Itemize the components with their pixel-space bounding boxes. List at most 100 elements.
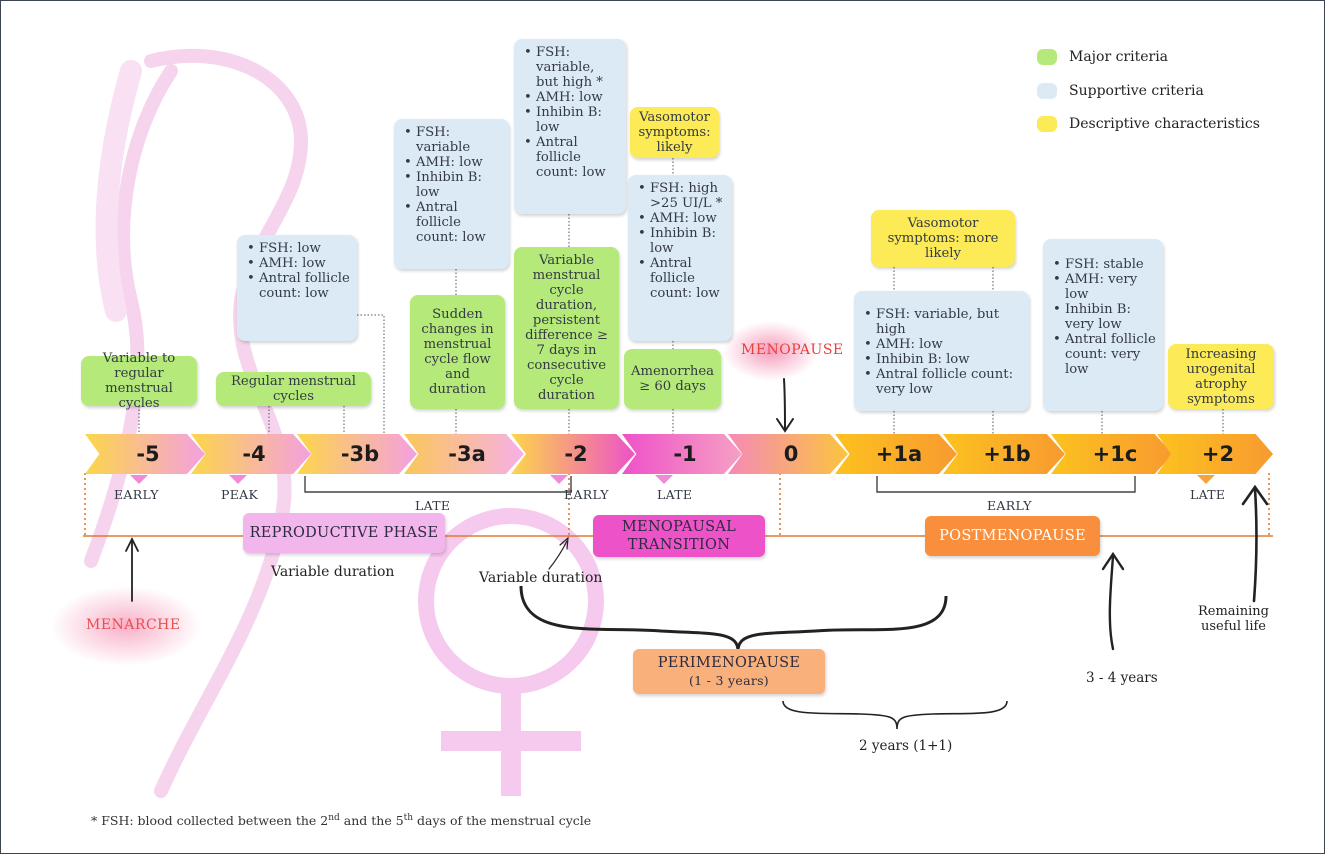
supportive-criteria-stage-3b: FSH: low AMH: low Antral follicle count:… [237, 235, 357, 341]
perimenopause-title: PERIMENOPAUSE [657, 654, 801, 671]
two-years-brace [782, 700, 1008, 730]
variable-duration-reproductive: Variable duration [271, 564, 395, 580]
criteria-item: AMH: low [638, 211, 726, 226]
criteria-item: Antral follicle count: low [247, 271, 351, 301]
major-criteria-stage-5: Variable to regular menstrual cycles [81, 351, 197, 411]
perimenopause-years: (1 - 3 years) [688, 672, 769, 688]
phase-perimenopause: PERIMENOPAUSE (1 - 3 years) [633, 649, 825, 694]
footnote-sup-nd: nd [328, 813, 340, 823]
marker-triangle [550, 475, 568, 484]
marker-triangle [1197, 475, 1215, 484]
footnote-mid: and the 5 [339, 813, 404, 829]
legend-major-label: Major criteria [1069, 49, 1169, 65]
remaining-line-2: useful life [1200, 619, 1266, 634]
label-late-transition: LATE [657, 487, 693, 502]
criteria-item: Inhibin B: very low [1053, 302, 1157, 332]
criteria-item: FSH: low [247, 241, 351, 256]
label-early-postmenopause: EARLY [987, 498, 1032, 513]
variable-duration-arrow [548, 540, 568, 570]
criteria-item: FSH: variable, but high [864, 307, 1023, 337]
criteria-item: AMH: very low [1053, 272, 1157, 302]
criteria-item: Antral follicle count: very low [1053, 332, 1157, 377]
late-bracket [304, 476, 1136, 493]
remaining-life-arrow [1252, 487, 1258, 603]
legend-major: Major criteria [1037, 49, 1168, 65]
stage-minus-2: -2 [511, 434, 635, 474]
legend-swatch-yellow [1037, 116, 1057, 132]
footnote-suffix: days of the menstrual cycle [413, 813, 592, 829]
supportive-criteria-stage-1a-1b: FSH: variable, but high AMH: low Inhibin… [854, 291, 1029, 411]
criteria-item: AMH: low [524, 90, 620, 105]
criteria-item: FSH: stable [1053, 257, 1157, 272]
two-years-label: 2 years (1+1) [859, 738, 953, 754]
supportive-criteria-stage-1c: FSH: stable AMH: very low Inhibin B: ver… [1043, 239, 1163, 411]
menarche-glow [51, 586, 201, 666]
criteria-item: FSH: variable [404, 125, 503, 155]
footnote-sup-th: th [403, 813, 414, 823]
stage-zero: 0 [728, 434, 848, 474]
legend-swatch-green [1037, 49, 1057, 65]
legend-swatch-blue [1037, 83, 1057, 99]
criteria-item: AMH: low [864, 337, 1023, 352]
stage-plus-1a: +1a [835, 434, 957, 474]
connector-lines [138, 158, 1224, 434]
stage-minus-3b: -3b [297, 434, 417, 474]
criteria-item: Antral follicle count: low [524, 135, 620, 180]
criteria-item: Antral follicle count: low [638, 256, 726, 301]
supportive-criteria-stage-1: FSH: high >25 UI/L * AMH: low Inhibin B:… [628, 175, 732, 341]
marker-triangle [229, 475, 247, 484]
remaining-line-1: Remaining [1198, 604, 1269, 619]
criteria-item: Inhibin B: low [864, 352, 1023, 367]
remaining-useful-life-label: Remaining useful life [1198, 604, 1269, 634]
venus-symbol-ring [418, 508, 604, 694]
stage-minus-1: -1 [622, 434, 742, 474]
footnote-prefix: * FSH: blood collected between the 2 [91, 813, 329, 829]
criteria-item: AMH: low [404, 155, 503, 170]
criteria-item: FSH: high >25 UI/L * [638, 181, 726, 211]
stage-plus-1b: +1b [943, 434, 1065, 474]
descriptive-stage-1a-1b: Vasomotor symptoms: more likely [871, 210, 1015, 267]
menopause-arrow [783, 378, 786, 430]
major-criteria-stage-4: Regular menstrual cycles [216, 372, 371, 406]
phase-reproductive: REPRODUCTIVE PHASE [243, 513, 445, 553]
criteria-item: Inhibin B: low [524, 105, 620, 135]
major-criteria-stage-3a: Sudden changes in menstrual cycle flow a… [410, 295, 505, 409]
criteria-item: FSH: variable, but high * [524, 45, 620, 90]
supportive-criteria-stage-2: FSH: variable, but high * AMH: low Inhib… [514, 39, 626, 214]
phase-menopausal-transition: MENOPAUSAL TRANSITION [593, 515, 765, 557]
marker-triangle [130, 475, 148, 484]
label-peak: PEAK [221, 487, 259, 502]
variable-duration-transition: Variable duration [479, 570, 603, 586]
supportive-criteria-stage-3a: FSH: variable AMH: low Inhibin B: low An… [394, 119, 509, 269]
three-four-years-label: 3 - 4 years [1086, 670, 1158, 686]
descriptive-stage-1: Vasomotor symptoms: likely [630, 107, 719, 158]
criteria-item: Inhibin B: low [404, 170, 503, 200]
legend-descriptive-label: Descriptive characteristics [1069, 116, 1260, 132]
three-four-years-arrow [1108, 554, 1115, 651]
criteria-item: AMH: low [247, 256, 351, 271]
label-early-reproductive: EARLY [114, 487, 159, 502]
legend-supportive-label: Supportive criteria [1069, 83, 1204, 99]
major-criteria-stage-2: Variable menstrual cycle duration, persi… [514, 247, 619, 409]
stage-plus-2: +2 [1157, 434, 1273, 474]
label-early-transition: EARLY [564, 487, 609, 502]
legend-supportive: Supportive criteria [1037, 83, 1204, 99]
silhouette-decoration [84, 48, 309, 798]
phase-postmenopause: POSTMENOPAUSE [925, 516, 1100, 556]
footnote: * FSH: blood collected between the 2nd a… [91, 813, 591, 828]
stage-plus-1c: +1c [1051, 434, 1173, 474]
label-late-postmenopause: LATE [1190, 487, 1226, 502]
menopause-glow [723, 321, 819, 381]
descriptive-stage-2: Increasing urogenital atrophy symptoms [1168, 344, 1274, 409]
menopause-label: MENOPAUSE [741, 342, 844, 358]
label-late-reproductive: LATE [415, 498, 451, 513]
legend-descriptive: Descriptive characteristics [1037, 116, 1260, 132]
criteria-item: Antral follicle count: low [404, 200, 503, 245]
criteria-item: Antral follicle count: very low [864, 367, 1023, 397]
marker-triangle [655, 475, 673, 484]
criteria-item: Inhibin B: low [638, 226, 726, 256]
stage-minus-3a: -3a [404, 434, 524, 474]
major-criteria-stage-1: Amenorrhea ≥ 60 days [624, 349, 721, 409]
menarche-label: MENARCHE [86, 617, 181, 633]
